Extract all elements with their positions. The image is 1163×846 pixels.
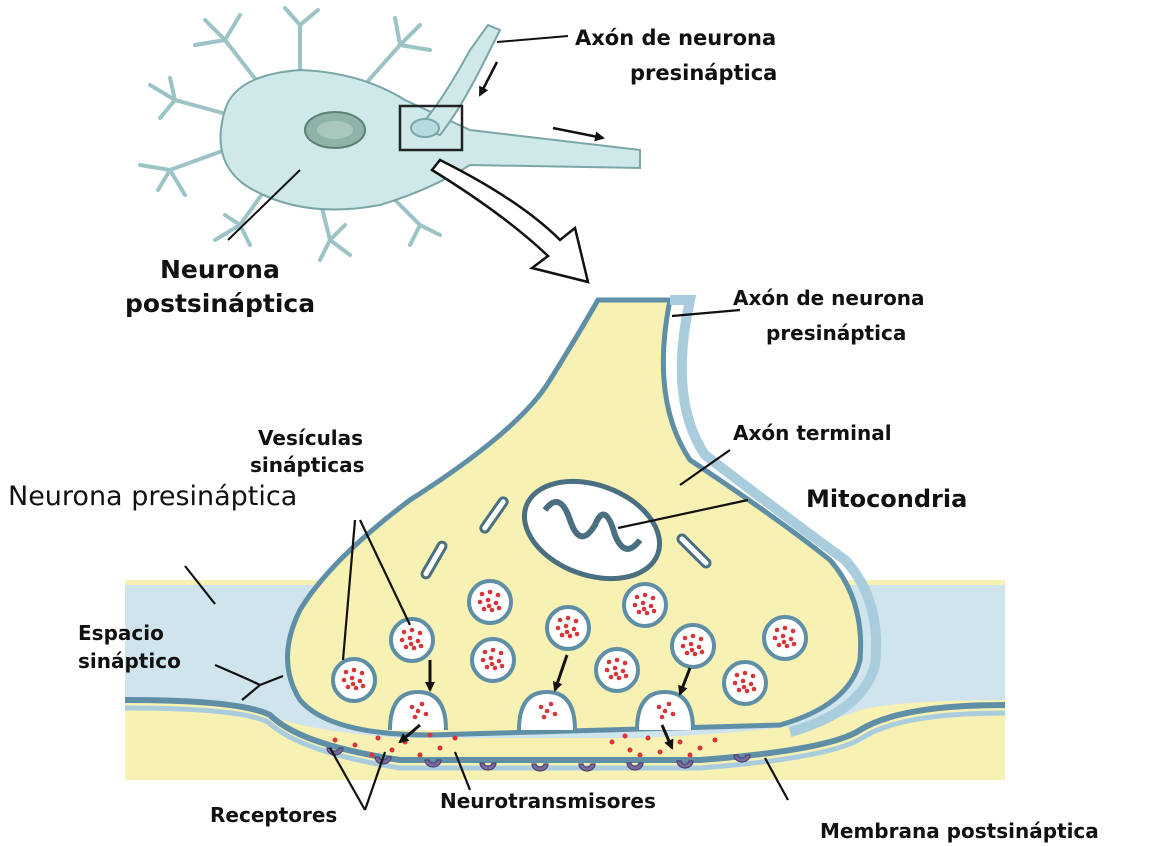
vesicle <box>764 617 806 659</box>
nt-dot <box>623 734 628 739</box>
nt-dot <box>713 738 718 743</box>
zoom-arrow <box>432 160 588 282</box>
label-axon-top-1: Axón de neurona <box>575 26 776 50</box>
vesicle <box>469 581 511 623</box>
nt-dot <box>390 748 395 753</box>
nt-dot <box>688 753 693 758</box>
vesicle <box>596 649 638 691</box>
label-axon-mid-1: Axón de neurona <box>733 286 925 310</box>
nt-dot <box>438 746 443 751</box>
label-postsyn-1: Neurona <box>160 255 280 284</box>
vesicle <box>547 607 589 649</box>
fusing-vesicle <box>637 692 693 730</box>
label-axon-mid-2: presináptica <box>766 321 906 345</box>
label-axon-terminal: Axón terminal <box>733 421 892 445</box>
nt-dot <box>376 736 381 741</box>
vesicle <box>472 639 514 681</box>
vesicle <box>333 659 375 701</box>
label-receptors: Receptores <box>210 803 337 827</box>
nt-dot <box>638 753 643 758</box>
vesicle <box>624 584 666 626</box>
direction-arrow-right <box>553 128 603 138</box>
nt-dot <box>610 740 615 745</box>
label-vesicles-2: sinápticas <box>250 453 364 477</box>
label-post-membrane: Membrana postsináptica <box>820 819 1099 843</box>
fusing-vesicle <box>519 692 575 730</box>
label-axon-top-2: presináptica <box>630 61 777 85</box>
label-space-2: sináptico <box>78 649 181 673</box>
nt-dot <box>333 738 338 743</box>
label-space-1: Espacio <box>78 621 164 645</box>
nt-dot <box>370 753 375 758</box>
label-presyn-neuron: Neurona presináptica <box>8 481 297 512</box>
label-mitochondria: Mitocondria <box>806 485 967 513</box>
nt-dot <box>628 748 633 753</box>
nt-dot <box>418 753 423 758</box>
nt-dot <box>353 743 358 748</box>
fusing-vesicle <box>390 692 446 730</box>
vesicle <box>724 662 766 704</box>
nt-dot <box>428 733 433 738</box>
leader-axon-top <box>497 36 568 42</box>
label-vesicles-1: Vesículas <box>258 426 363 450</box>
label-neurotransmitters: Neurotransmisores <box>440 789 656 813</box>
nt-dot <box>646 736 651 741</box>
nt-dot <box>453 736 458 741</box>
label-postsyn-2: postsináptica <box>125 289 315 318</box>
nt-dot <box>678 740 683 745</box>
vesicle <box>672 625 714 667</box>
nt-dot <box>658 750 663 755</box>
postsynaptic-neuron-illustration <box>140 8 640 260</box>
nt-dot <box>698 746 703 751</box>
vesicle <box>391 619 433 661</box>
